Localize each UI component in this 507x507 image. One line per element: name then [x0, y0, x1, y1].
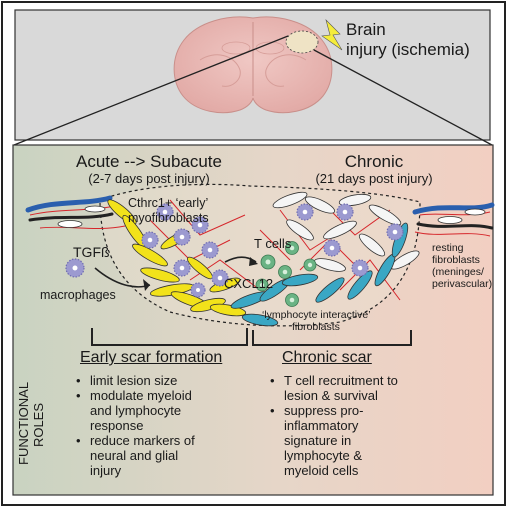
acute-subtitle: (2-7 days post injury): [88, 171, 210, 186]
early-bracket: [91, 328, 248, 346]
chronic-title: Chronic: [344, 152, 404, 171]
cthrc1-label-line1: Cthrc1+ ‘early’: [128, 196, 209, 210]
cthrc1-label-line2: myofibroblasts: [128, 211, 209, 225]
cxcl12-label: CXCL12: [224, 276, 274, 291]
chronic-subtitle: (21 days post injury): [315, 171, 433, 186]
early-scar-title: Early scar formation: [80, 349, 223, 366]
early-item-2: modulate myeloid and lymphocyte response: [74, 388, 195, 433]
chronic-scar-list: T cell recruitment to lesion & survival …: [268, 373, 398, 478]
chronic-fibroblasts: [272, 191, 420, 272]
tcells-label: T cells: [254, 236, 292, 251]
chronic-item-2: suppress pro- inflammatory signature in …: [268, 403, 398, 478]
t-cell-nuclei: [259, 245, 313, 303]
functional-roles-label: FUNCTIONAL ROLES: [16, 381, 46, 465]
injury-label-line2: injury (ischemia): [346, 40, 470, 59]
tgfb-label: TGFß: [73, 244, 110, 260]
resting-label-line2: fibroblasts: [432, 254, 480, 266]
functional-roles-line2: ROLES: [31, 402, 46, 448]
zoom-line-left: [13, 35, 289, 146]
resting-label-line3: (meninges/: [432, 266, 484, 278]
injury-label-line1: Brain: [346, 20, 386, 39]
functional-roles-line1: FUNCTIONAL: [16, 381, 31, 465]
left-meningeal-fibroblasts: [25, 195, 114, 228]
resting-label-line1: resting: [432, 242, 464, 254]
chronic-bracket: [252, 330, 412, 346]
early-item-3: reduce markers of neural and glial injur…: [74, 433, 195, 478]
right-resting-fibroblasts: [412, 202, 495, 230]
lymphocyte-interactive-fibroblasts: [230, 222, 409, 327]
brain-section: [173, 16, 333, 114]
injury-site-icon: [285, 30, 319, 54]
lymph-label-line1: ‘lymphocyte interactive’: [262, 309, 371, 321]
cxcl12-arrowhead: [249, 257, 258, 266]
macrophages-label: macrophages: [40, 288, 116, 302]
early-scar-list: limit lesion size modulate myeloid and l…: [74, 373, 195, 478]
chronic-item-1: T cell recruitment to lesion & survival: [268, 373, 398, 403]
macrophage-nuclei: [72, 209, 398, 292]
acute-title: Acute --> Subacute: [75, 152, 222, 171]
zoom-line-right: [313, 49, 493, 146]
early-item-1: limit lesion size: [74, 373, 195, 388]
resting-label-line4: perivascular): [432, 278, 493, 290]
macrophages: [65, 203, 404, 298]
chronic-scar-title: Chronic scar: [282, 349, 372, 366]
lightning-bolt-icon: [321, 18, 343, 51]
tgfb-arrowhead: [143, 279, 150, 291]
lymph-label-line2: fibroblasts: [292, 321, 340, 333]
